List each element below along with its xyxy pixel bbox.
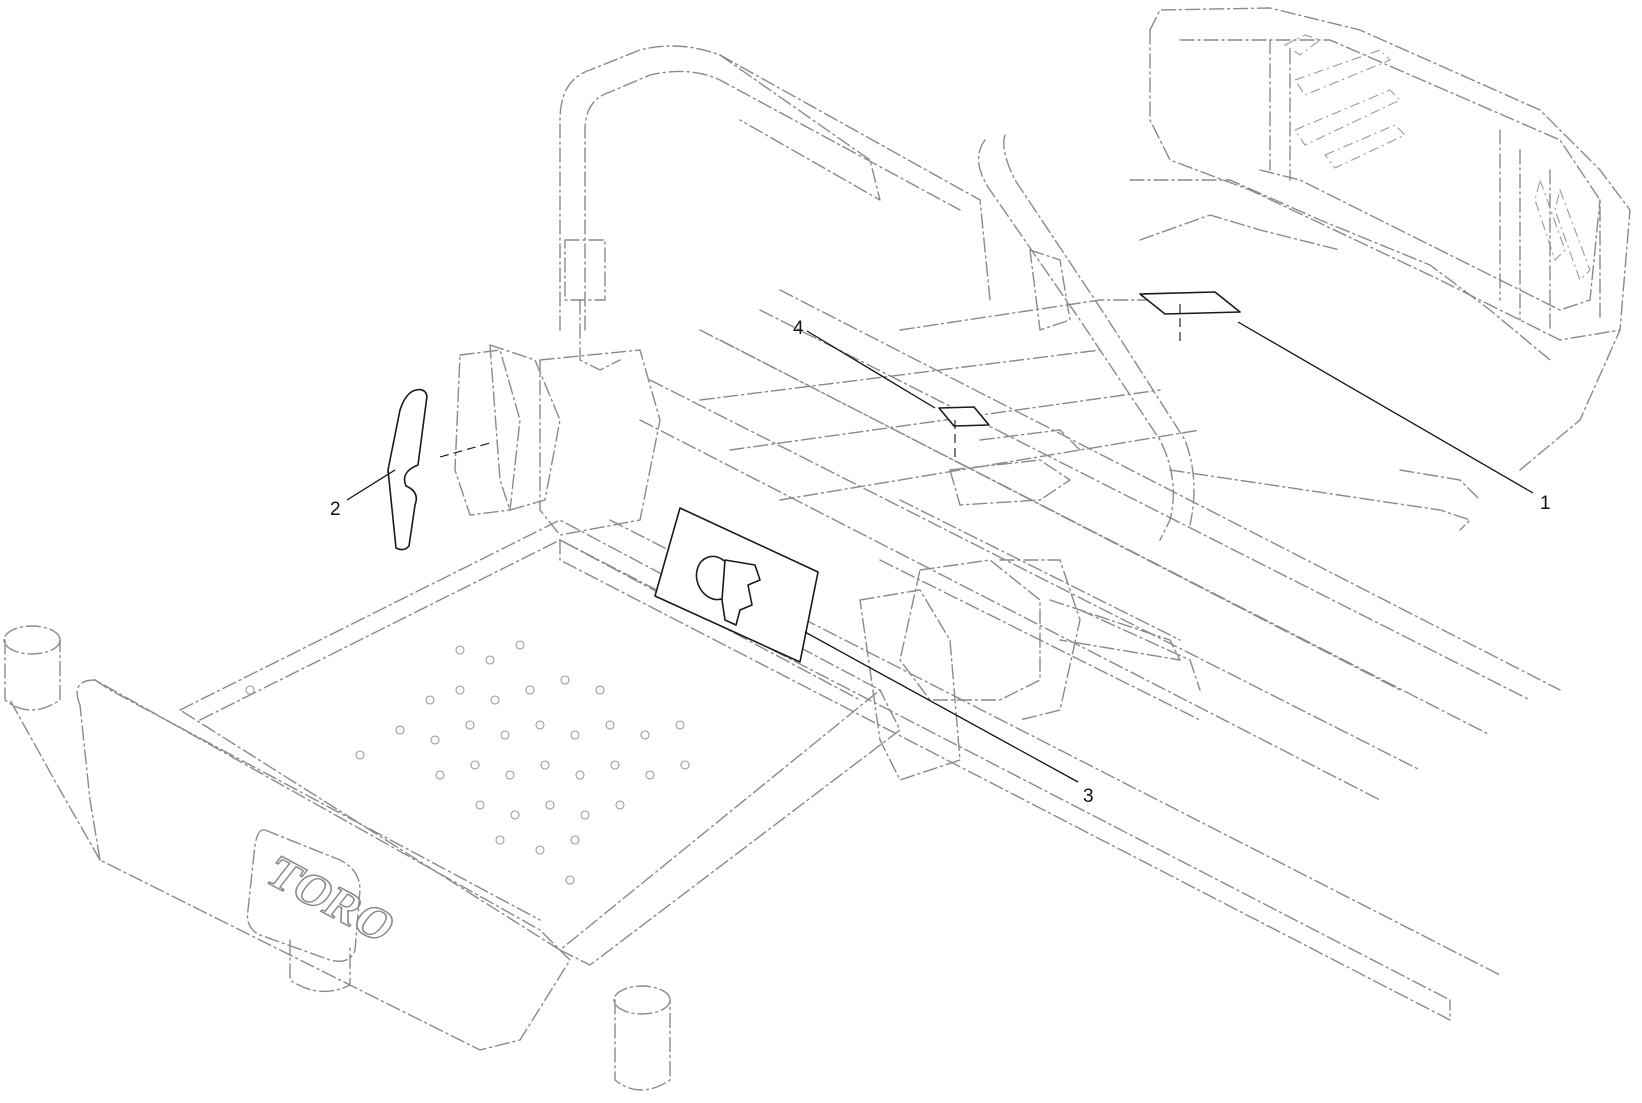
chassis-phantom bbox=[3, 7, 1631, 1091]
leader-2 bbox=[346, 469, 396, 501]
decal-3 bbox=[654, 507, 819, 663]
toro-logo: TORO bbox=[246, 829, 406, 962]
decal-4 bbox=[938, 406, 990, 462]
callout-2: 2 bbox=[330, 499, 341, 520]
leader-lines bbox=[346, 321, 1534, 783]
callout-3: 3 bbox=[1083, 786, 1094, 807]
decal-1 bbox=[1139, 291, 1241, 345]
floor-holes bbox=[245, 640, 690, 885]
decal-2 bbox=[387, 388, 491, 551]
callout-4: 4 bbox=[793, 318, 804, 339]
leader-4 bbox=[806, 330, 936, 409]
toro-logo-text: TORO bbox=[255, 848, 405, 952]
callout-1: 1 bbox=[1540, 493, 1551, 514]
callouts: 1 2 3 4 bbox=[330, 318, 1551, 807]
leader-1 bbox=[1237, 321, 1534, 494]
leader-3 bbox=[804, 631, 1079, 783]
